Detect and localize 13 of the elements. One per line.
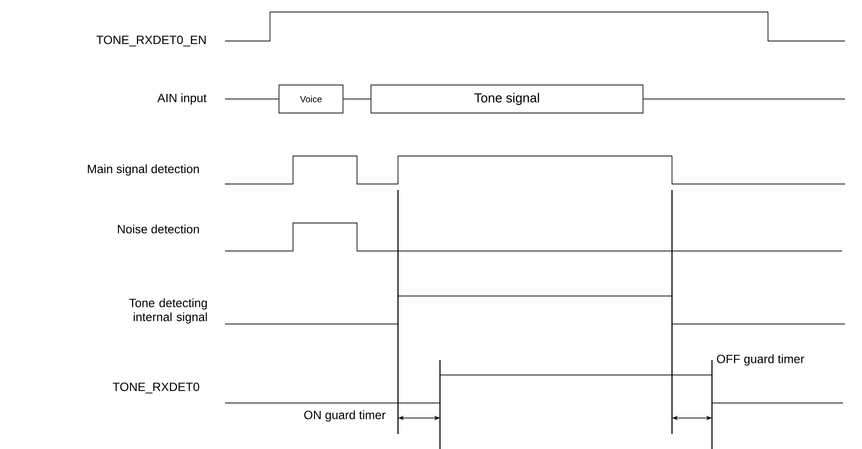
signal-line	[343, 98, 371, 100]
signal-box: Voice	[278, 84, 344, 114]
signal-name: Tone detecting internal signal	[129, 298, 207, 324]
signal-name: TONE_RXDET0	[112, 382, 200, 394]
signal-name: TONE_RXDET0_EN	[96, 36, 206, 46]
signal-name: Noise detection	[118, 224, 199, 234]
signal-line	[224, 98, 280, 100]
signal-name: AIN input	[157, 93, 207, 105]
signal-box: Tone signal	[370, 84, 644, 114]
signal-name: Main signal detection	[88, 164, 199, 176]
signal-line	[643, 98, 846, 100]
signal-name: OFF guard timer	[716, 354, 804, 366]
signal-name: ON guard timer	[304, 410, 386, 422]
